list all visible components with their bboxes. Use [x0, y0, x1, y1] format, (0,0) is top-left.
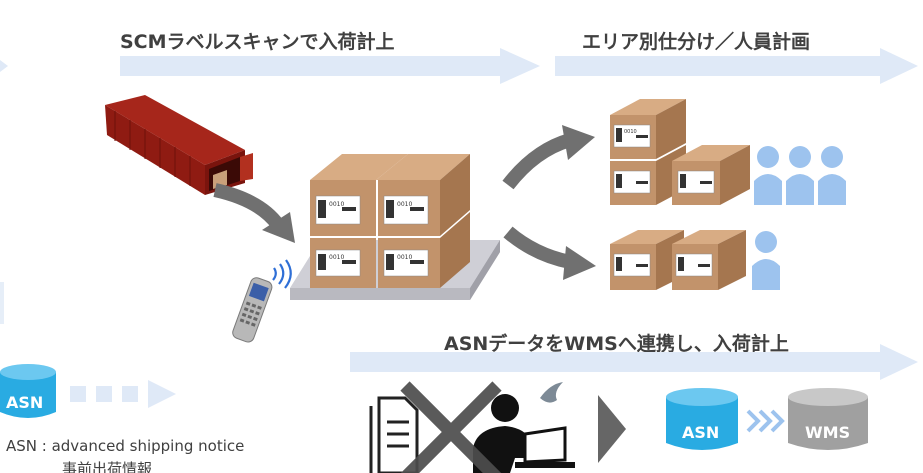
pallet-label-code-3: 0010: [329, 254, 344, 261]
asn-badge-right: ASN: [682, 423, 719, 442]
sweat-drop-icon: [540, 382, 563, 403]
pallet-box-back-left: [310, 154, 408, 180]
wms-badge: WMS: [805, 423, 850, 442]
triple-chevron-icon: [746, 409, 785, 433]
footnote-asn-definition: ASN : advanced shipping notice: [6, 437, 245, 455]
asn-source: ASN: [0, 364, 176, 418]
pallet-label-code-4: 0010: [397, 254, 412, 261]
asn-to-wms: ASN WMS: [666, 388, 868, 450]
upper-sort-group: 0010: [610, 99, 846, 205]
arrow-to-upper-group: [502, 133, 573, 190]
document-icon: [369, 396, 419, 473]
asn-dashed-arrow: [70, 380, 176, 408]
asn-badge-left: ASN: [6, 393, 43, 412]
left-edge-bar: [0, 282, 4, 324]
arrow-to-lower-group: [503, 226, 572, 269]
cross-out-icon: [400, 381, 502, 473]
footnote-asn-japanese: 事前出荷情報: [62, 460, 153, 473]
flow-arrow-scan: [120, 48, 540, 84]
lower-person-icon: [752, 231, 780, 290]
flow-arrow-asn: [350, 344, 918, 380]
handheld-scanner: [232, 259, 292, 343]
chevron-right-icon: [598, 395, 626, 463]
pallet-label-code-1: 0010: [329, 201, 344, 208]
arrow-container-to-pallet: [213, 183, 284, 230]
shipping-container: [105, 95, 253, 195]
heading-asn-link: ASNデータをWMSへ連携し、入荷計上: [444, 333, 789, 355]
upper-people-icons: [754, 146, 846, 205]
manual-entry-crossed: [369, 381, 575, 473]
pallet-box-back-right: [376, 154, 470, 180]
lower-sort-group: [610, 230, 780, 290]
pallet-label-code-2: 0010: [397, 201, 412, 208]
heading-area-sorting: エリア別仕分け／人員計画: [582, 31, 811, 53]
flow-arrow-sort: [555, 48, 918, 84]
pallet-stack: 0010 0010 0010 0010: [290, 154, 500, 300]
heading-scan-label: SCMラベルスキャンで入荷計上: [120, 31, 395, 53]
flow-arrow-left-stub: [0, 60, 8, 72]
upper-label-code: 0010: [624, 129, 637, 135]
